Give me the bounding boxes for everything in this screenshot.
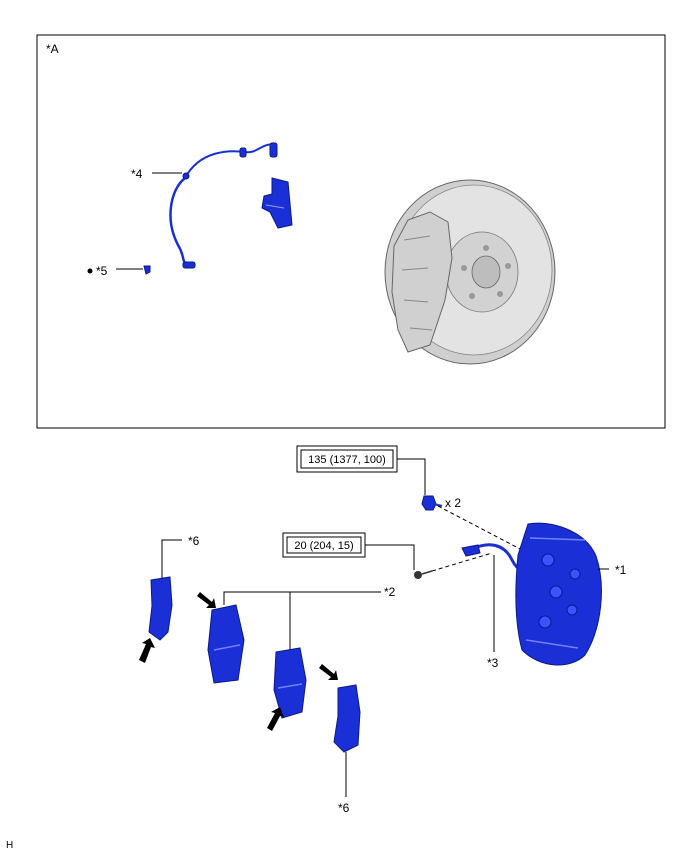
callout-4: *4 xyxy=(131,167,143,181)
brake-pad-outer xyxy=(207,604,245,684)
callout-6b: *6 xyxy=(338,801,350,815)
torque-spec-caliper-bolt: 135 (1377, 100) xyxy=(296,445,426,495)
inset-panel: *A *4 *5 xyxy=(36,34,666,429)
figure-code: H xyxy=(6,840,13,851)
clip-part xyxy=(143,265,151,275)
pad-arrow-icon xyxy=(197,592,216,608)
callout-5: *5 xyxy=(96,264,108,278)
torque-spec-hose-bolt: 20 (204, 15) xyxy=(282,532,415,570)
speed-sensor-harness xyxy=(169,142,278,269)
torque-value-2: 20 (204, 15) xyxy=(294,540,353,552)
bolt-quantity: x 2 xyxy=(445,496,461,510)
pad-arrow-icon xyxy=(267,707,284,731)
leader-6a xyxy=(161,539,182,580)
callout-1: *1 xyxy=(615,563,627,577)
hose-bolt-axis-line xyxy=(431,552,493,572)
pad-arrow-icon xyxy=(139,638,155,663)
inset-label: *A xyxy=(46,42,59,56)
torque-value-1: 135 (1377, 100) xyxy=(308,454,386,466)
anti-squeal-shim-inner xyxy=(333,684,361,753)
union-bolt-icon xyxy=(414,570,433,579)
brake-pad-inner xyxy=(273,647,307,719)
leader-2 xyxy=(223,591,381,605)
callout-6a: *6 xyxy=(188,534,200,548)
non-reusable-dot-icon xyxy=(87,268,93,274)
brake-rotor-assembly xyxy=(384,179,556,365)
sensor-bracket xyxy=(261,177,293,229)
pad-arrow-icon xyxy=(319,664,338,680)
brake-caliper xyxy=(515,522,602,666)
callout-3: *3 xyxy=(487,656,499,670)
anti-squeal-shim-outer xyxy=(148,576,173,641)
bolt-axis-line xyxy=(437,505,523,551)
callout-2: *2 xyxy=(384,585,396,599)
bolt-icon xyxy=(421,495,443,511)
